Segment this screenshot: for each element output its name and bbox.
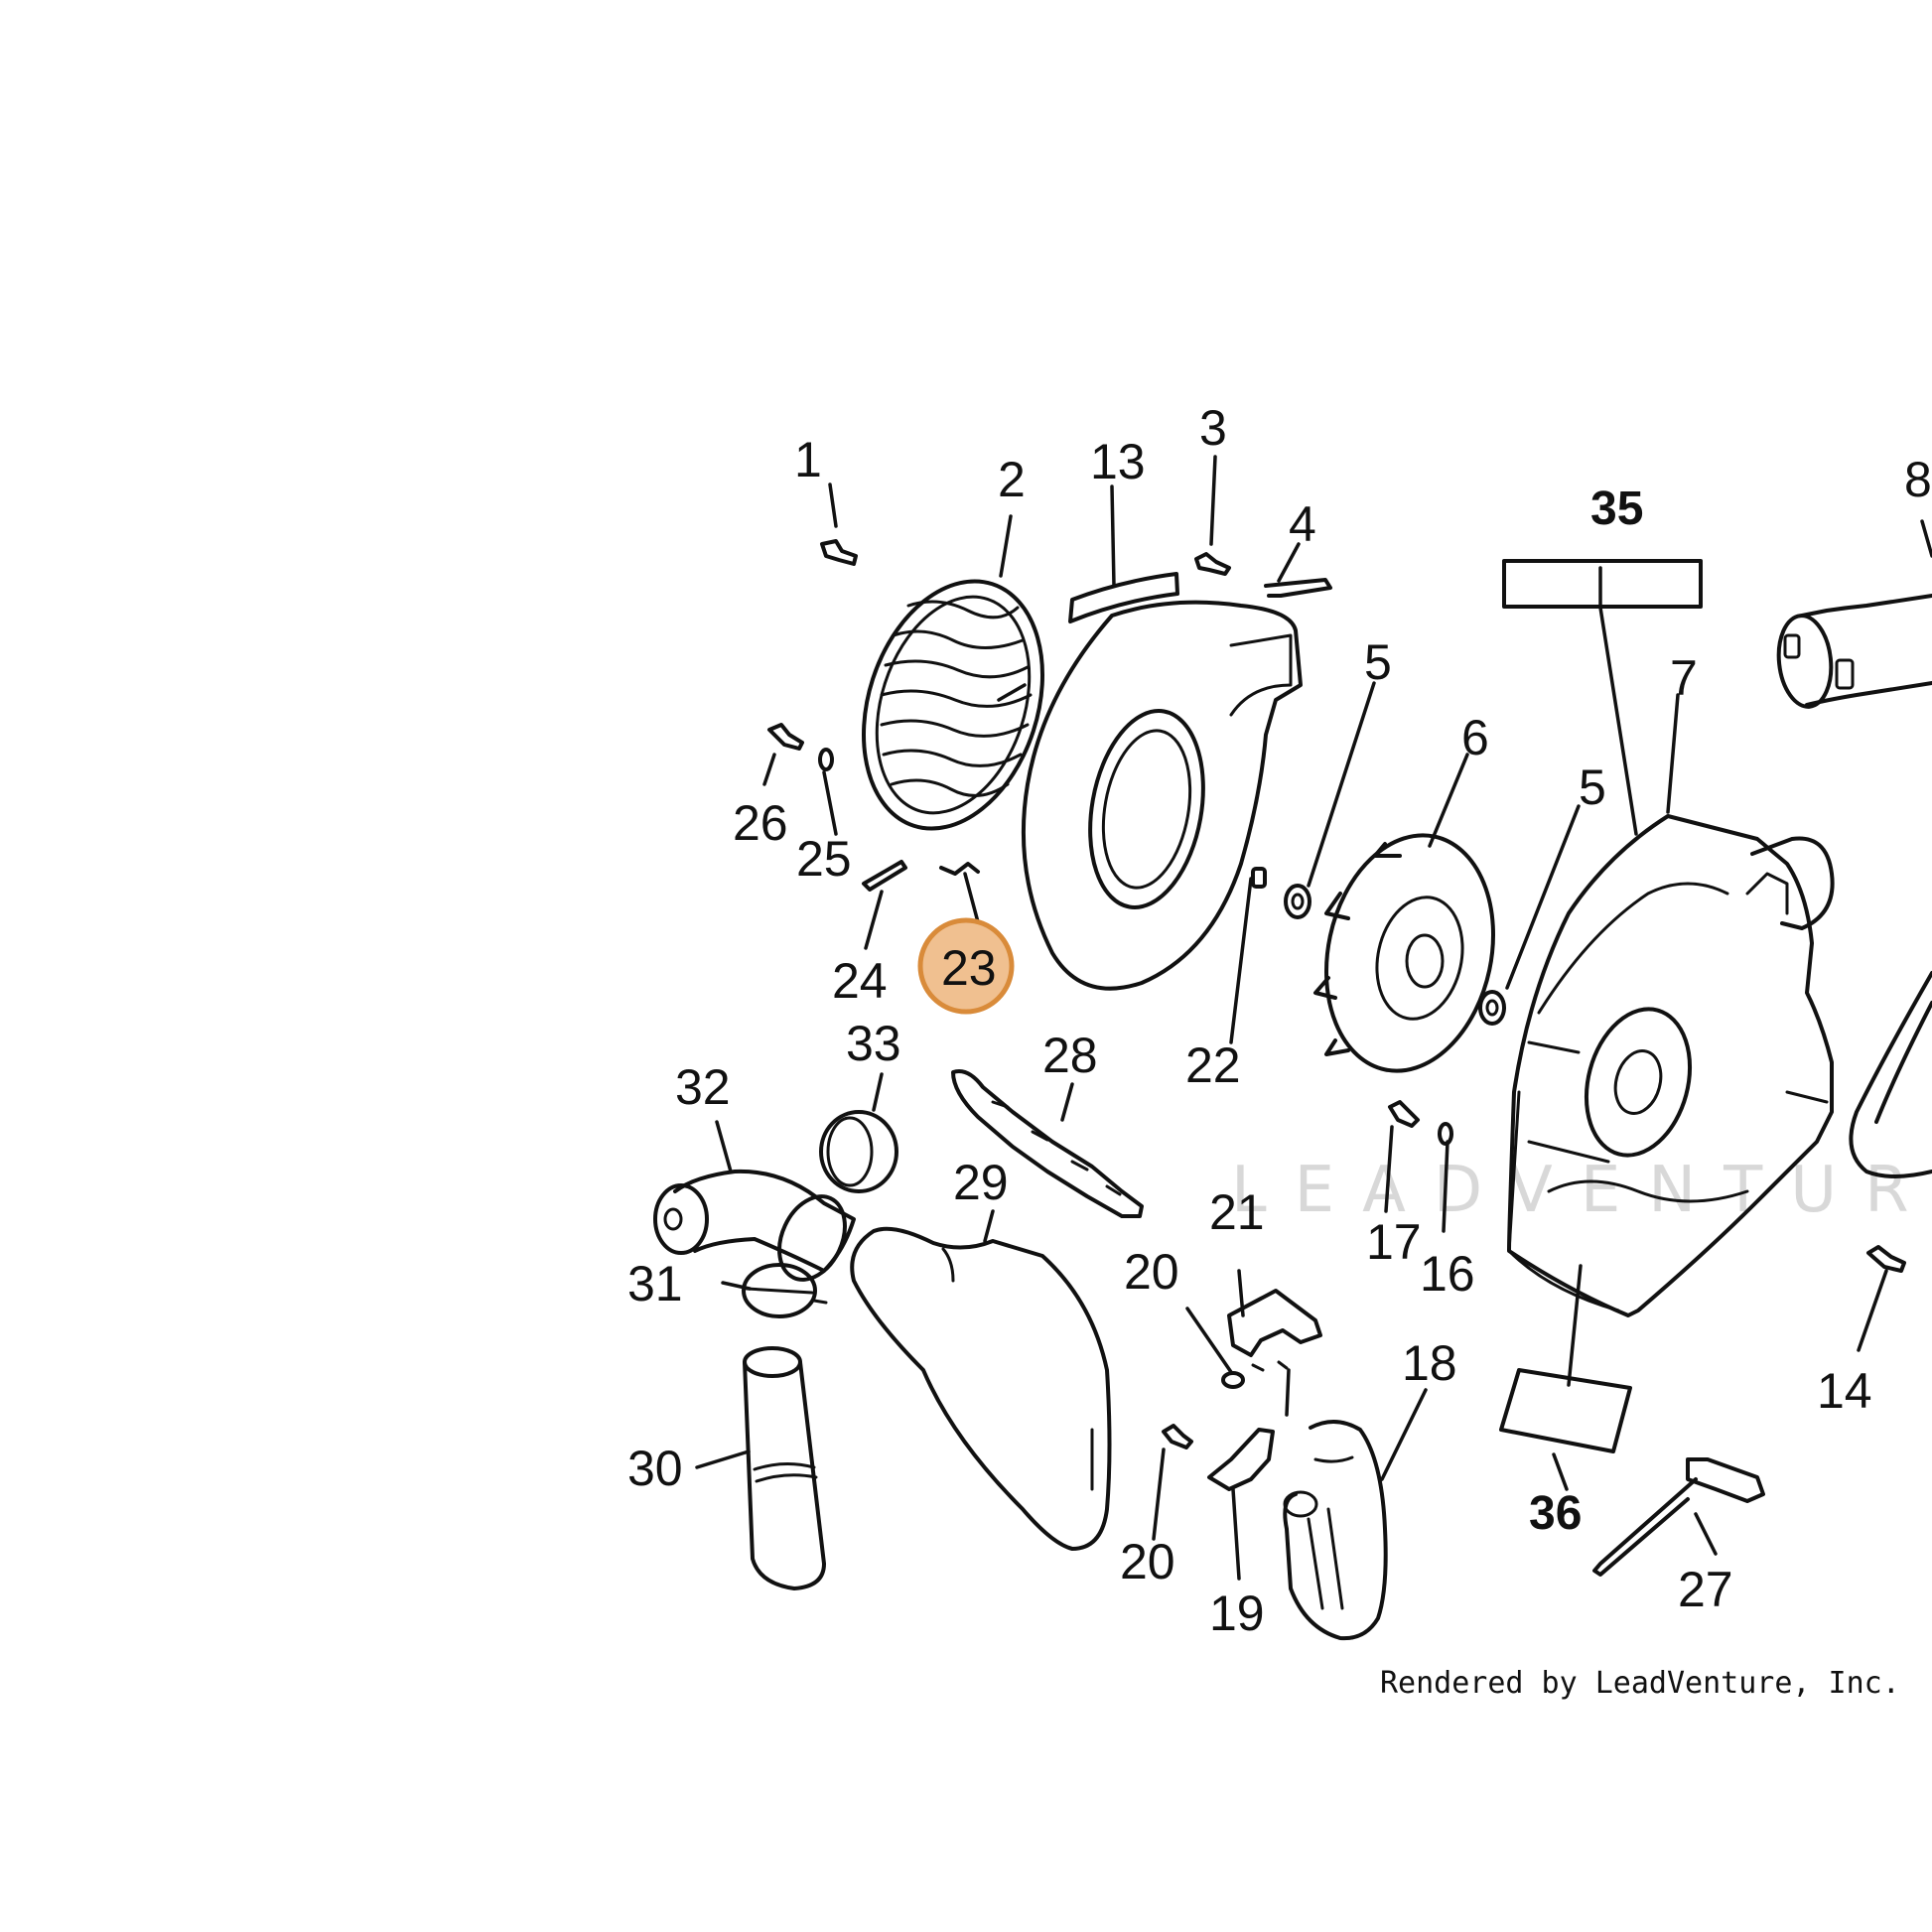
callout-6[interactable]: 6 [1461, 710, 1489, 765]
part-2-grille[interactable] [834, 558, 1073, 852]
part-36-label[interactable] [1499, 1368, 1632, 1453]
part-5-washer-left[interactable] [1284, 884, 1311, 919]
part-33-clamp[interactable] [819, 1110, 898, 1193]
part-4-fan-housing[interactable] [1021, 578, 1332, 991]
part-27-tool[interactable] [1592, 1457, 1765, 1577]
callout-5-left[interactable]: 5 [1364, 634, 1392, 690]
callout-18[interactable]: 18 [1402, 1335, 1457, 1391]
part-1-screw[interactable] [820, 539, 858, 566]
callout-33[interactable]: 33 [846, 1016, 901, 1071]
part-20-screw-lower[interactable] [1162, 1424, 1193, 1449]
render-credit: Rendered by LeadVenture, Inc. [1380, 1666, 1900, 1701]
part-6-impeller[interactable] [1306, 820, 1514, 1087]
part-16-washer[interactable] [1438, 1122, 1453, 1146]
part-28-strap[interactable] [951, 1069, 1144, 1218]
callout-29[interactable]: 29 [953, 1155, 1009, 1210]
callout-5-right[interactable]: 5 [1579, 759, 1606, 815]
callout-24[interactable]: 24 [832, 953, 888, 1009]
callout-26[interactable]: 26 [733, 795, 788, 851]
part-right-edge-hose[interactable] [1849, 971, 1932, 1178]
part-7-main-housing[interactable] [1507, 814, 1835, 1317]
callout-31[interactable]: 31 [627, 1256, 683, 1311]
callout-22[interactable]: 22 [1185, 1037, 1241, 1093]
part-24-pin[interactable] [862, 860, 907, 892]
callout-13[interactable]: 13 [1090, 434, 1146, 489]
part-8-blower-tube[interactable] [1774, 594, 1932, 709]
callout-20-lower[interactable]: 20 [1120, 1534, 1175, 1589]
callout-28[interactable]: 28 [1042, 1028, 1098, 1083]
callout-32[interactable]: 32 [675, 1059, 731, 1115]
callout-2[interactable]: 2 [998, 452, 1026, 507]
part-5-washer-right[interactable] [1478, 990, 1506, 1026]
callout-30[interactable]: 30 [627, 1441, 683, 1496]
part-31-clamp[interactable] [742, 1263, 828, 1318]
part-30-tube[interactable] [743, 1346, 826, 1590]
callout-27[interactable]: 27 [1678, 1562, 1733, 1617]
callout-23-highlighted[interactable]: 23 [941, 940, 997, 996]
callout-20-upper[interactable]: 20 [1124, 1244, 1179, 1300]
watermark-text: LEADVENTURE [1231, 1154, 1932, 1227]
part-20-screw-upper[interactable] [1221, 1371, 1245, 1389]
part-14-screw[interactable] [1866, 1245, 1906, 1273]
part-32-elbow[interactable] [653, 1169, 858, 1291]
part-29-cover[interactable] [850, 1226, 1112, 1551]
callout-14[interactable]: 14 [1817, 1363, 1872, 1419]
part-17-screw[interactable] [1388, 1100, 1420, 1128]
part-13-label-strip[interactable] [1068, 572, 1179, 623]
callout-16[interactable]: 16 [1420, 1246, 1475, 1302]
callout-17[interactable]: 17 [1366, 1214, 1422, 1270]
callout-35[interactable]: 35 [1590, 483, 1643, 535]
part-35-label[interactable] [1502, 559, 1703, 609]
part-25-washer[interactable] [818, 748, 834, 771]
part-23-spring[interactable] [939, 862, 980, 876]
callout-7[interactable]: 7 [1670, 650, 1698, 706]
callout-8[interactable]: 8 [1904, 452, 1932, 507]
highlight-marker[interactable] [917, 917, 1015, 1015]
part-3-screw[interactable] [1194, 552, 1231, 576]
part-18-handle[interactable] [1283, 1420, 1388, 1641]
callout-19[interactable]: 19 [1209, 1586, 1265, 1641]
part-19-trigger[interactable] [1207, 1428, 1275, 1491]
callout-3[interactable]: 3 [1199, 400, 1227, 456]
callout-labels: 1 2 3 4 5 5 6 7 8 13 14 16 17 18 19 20 2… [627, 400, 1932, 1641]
callout-21[interactable]: 21 [1209, 1184, 1265, 1240]
part-22-nut[interactable] [1251, 867, 1267, 889]
callout-4[interactable]: 4 [1289, 496, 1316, 552]
part-21-bracket[interactable] [1227, 1289, 1322, 1372]
callout-1[interactable]: 1 [794, 432, 822, 487]
callout-25[interactable]: 25 [796, 831, 852, 887]
callout-36[interactable]: 36 [1529, 1487, 1582, 1540]
part-26-screw[interactable] [767, 723, 804, 751]
